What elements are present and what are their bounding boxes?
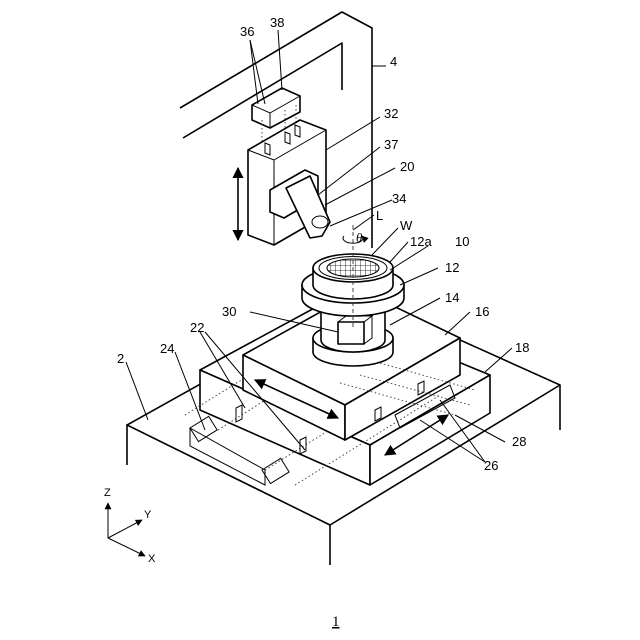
label-12: 12 xyxy=(445,260,459,275)
label-37: 37 xyxy=(384,137,398,152)
label-W: W xyxy=(400,218,413,233)
label-theta: θ xyxy=(356,230,363,245)
axis-triad: Z Y X xyxy=(104,487,156,565)
label-4: 4 xyxy=(390,54,397,69)
label-26: 26 xyxy=(484,458,498,473)
label-L: L xyxy=(376,208,383,223)
label-22: 22 xyxy=(190,320,204,335)
label-38: 38 xyxy=(270,15,284,30)
label-28: 28 xyxy=(512,434,526,449)
label-12a: 12a xyxy=(410,234,432,249)
axis-y-label: Y xyxy=(144,509,152,521)
label-34: 34 xyxy=(392,191,406,206)
label-36: 36 xyxy=(240,24,254,39)
label-20: 20 xyxy=(400,159,414,174)
label-2: 2 xyxy=(117,351,124,366)
label-24: 24 xyxy=(160,341,174,356)
label-10: 10 xyxy=(455,234,469,249)
axis-z-label: Z xyxy=(104,487,111,499)
label-14: 14 xyxy=(445,290,459,305)
label-16: 16 xyxy=(475,304,489,319)
figure-number: 1 xyxy=(332,614,340,630)
label-30: 30 xyxy=(222,304,236,319)
axis-x-label: X xyxy=(148,553,156,565)
label-18: 18 xyxy=(515,340,529,355)
label-32: 32 xyxy=(384,106,398,121)
